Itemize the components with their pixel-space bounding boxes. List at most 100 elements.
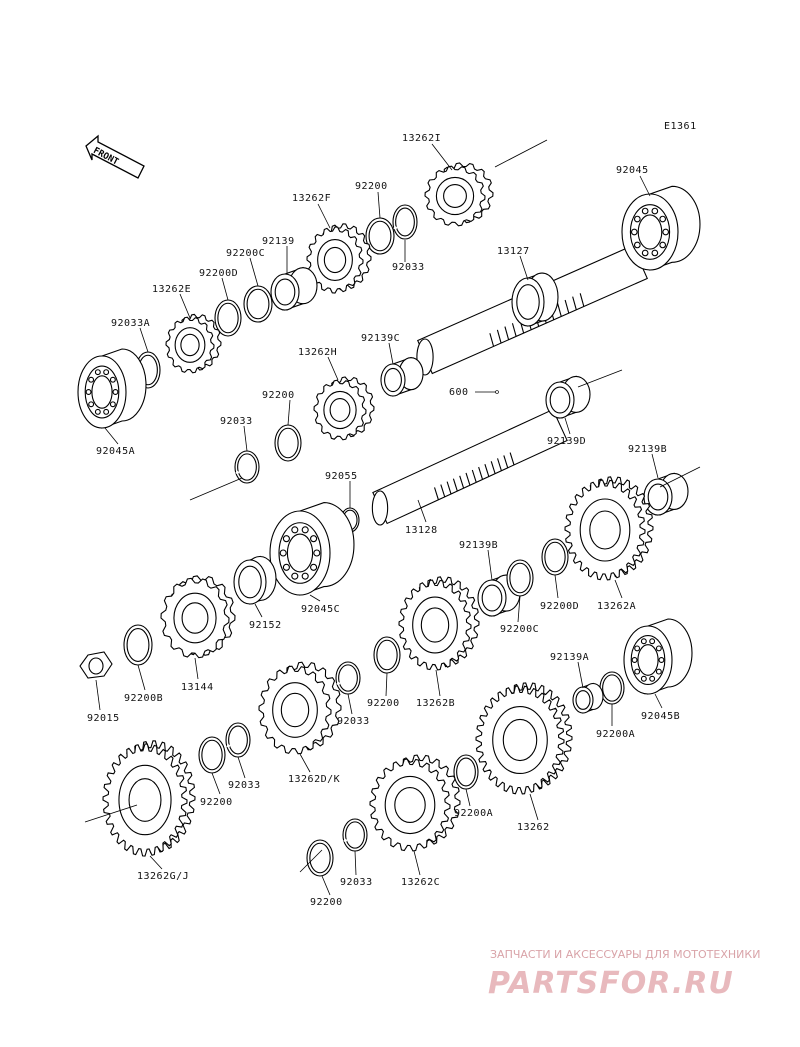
part-label[interactable]: 92033A: [111, 318, 151, 329]
part-label[interactable]: 92200: [310, 897, 343, 908]
collar-92152: [233, 555, 277, 605]
part-label[interactable]: 13144: [181, 682, 214, 693]
part-label[interactable]: 92200A: [596, 729, 636, 740]
part-label[interactable]: 13262D/K: [288, 774, 341, 785]
washer-92200-2: [274, 424, 302, 462]
part-label[interactable]: 92200D: [540, 601, 580, 612]
part-label[interactable]: 13262H: [298, 347, 338, 358]
needle-bearing-92139C: [380, 356, 424, 397]
section-pointer: [659, 466, 701, 488]
part-label[interactable]: 92200D: [199, 268, 239, 279]
needle-bearing-92139B: [643, 472, 689, 516]
leader-line: [137, 664, 146, 691]
part-label[interactable]: 92139B: [459, 540, 499, 551]
leader-line: [487, 549, 493, 581]
leader-line: [435, 669, 441, 697]
gear-13262A: [564, 476, 654, 581]
part-label[interactable]: 92139D: [547, 436, 587, 447]
gear-13262I: [424, 162, 494, 227]
leader-line: [95, 679, 101, 711]
part-label[interactable]: 92200C: [226, 248, 266, 259]
front-arrow-icon: [85, 134, 145, 179]
part-label[interactable]: 92200A: [454, 808, 494, 819]
part-label[interactable]: 92200C: [500, 624, 540, 635]
leader-line: [377, 191, 381, 219]
part-label[interactable]: 92033: [392, 262, 425, 273]
circlip-92033-3: [335, 661, 361, 695]
needle-bearing-92139: [270, 266, 318, 311]
leader-line: [413, 850, 421, 876]
gear-13262C: [369, 754, 461, 852]
circlip-92033-4: [225, 722, 251, 758]
part-label[interactable]: 13262C: [401, 877, 441, 888]
part-label[interactable]: 13128: [405, 525, 438, 536]
leader-line: [321, 875, 331, 896]
leader-line: [431, 143, 453, 171]
leader-line: [221, 277, 229, 301]
part-label[interactable]: 92045A: [96, 446, 136, 457]
part-label[interactable]: 92033: [228, 780, 261, 791]
part-label[interactable]: 92033: [220, 416, 253, 427]
leader-line: [417, 499, 427, 523]
part-label[interactable]: 92045: [616, 165, 649, 176]
leader-line: [104, 427, 119, 445]
part-label[interactable]: 13262I: [402, 133, 442, 144]
part-label[interactable]: 92055: [325, 471, 358, 482]
watermark-logo[interactable]: PARTSFOR.RU: [488, 966, 734, 1001]
part-label[interactable]: 13127: [497, 246, 530, 257]
part-label[interactable]: 13262F: [292, 193, 332, 204]
leader-line: [287, 399, 291, 426]
leader-line: [254, 603, 263, 618]
gear-13262F: [306, 223, 372, 294]
leader-line: [309, 594, 321, 602]
section-pointer: [189, 477, 243, 501]
part-label[interactable]: 13262G/J: [137, 871, 190, 882]
bearing-92045: [621, 185, 701, 271]
part-label[interactable]: 92139C: [361, 333, 401, 344]
part-label[interactable]: 92045B: [641, 711, 681, 722]
circlip-92033: [392, 204, 418, 240]
leader-line: [299, 753, 311, 773]
leader-line: [529, 793, 539, 821]
leader-line: [179, 293, 191, 319]
part-label[interactable]: 92033: [337, 716, 370, 727]
part-label[interactable]: 92200: [200, 797, 233, 808]
leader-line: [651, 453, 659, 479]
circlip-92033-2: [234, 450, 260, 484]
leader-line: [237, 756, 246, 779]
circlip-92200: [365, 217, 395, 255]
part-label[interactable]: 92139B: [628, 444, 668, 455]
part-label[interactable]: 92152: [249, 620, 282, 631]
diagram-code: E1361: [664, 121, 697, 132]
gear-13262G/J: [102, 740, 196, 857]
gear-13262E: [165, 313, 222, 374]
leader-line: [639, 175, 651, 197]
part-label[interactable]: 13262E: [152, 284, 192, 295]
needle-bearing-92139D: [545, 375, 591, 419]
part-label[interactable]: 13262B: [416, 698, 456, 709]
washer-92200-5: [306, 839, 334, 877]
part-label[interactable]: 92200: [262, 390, 295, 401]
part-label[interactable]: 92200: [355, 181, 388, 192]
gear-13262D/K: [258, 661, 342, 755]
leader-line: [194, 657, 199, 680]
gear-13262: [475, 682, 573, 795]
part-label[interactable]: 92200B: [124, 693, 164, 704]
washer-92200D: [214, 299, 242, 337]
part-label[interactable]: 92200: [367, 698, 400, 709]
part-label[interactable]: 92033: [340, 877, 373, 888]
part-label[interactable]: 92139: [262, 236, 295, 247]
section-pointer: [299, 849, 323, 873]
part-label[interactable]: 92045C: [301, 604, 341, 615]
leader-line: [554, 574, 559, 599]
part-label[interactable]: 600: [449, 387, 469, 398]
part-label[interactable]: 92139A: [550, 652, 590, 663]
part-label[interactable]: 13262A: [597, 601, 637, 612]
front-direction-arrow: FRONT: [84, 134, 146, 180]
washer-92200B: [123, 624, 153, 666]
part-label[interactable]: 13262: [517, 822, 550, 833]
gear-13262H: [313, 376, 375, 441]
sprocket-13144: [160, 575, 236, 659]
part-label[interactable]: 92015: [87, 713, 120, 724]
